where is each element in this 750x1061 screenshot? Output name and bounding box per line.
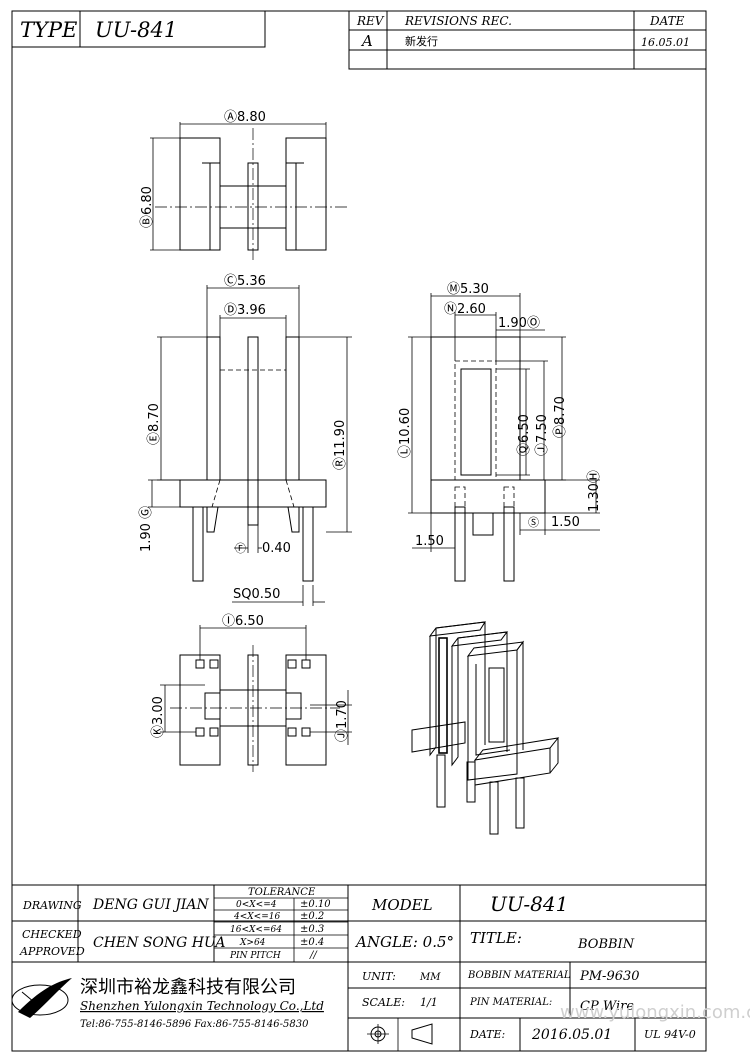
sheet-border [11,10,707,1052]
title-value: BOBBIN [577,937,635,952]
checked-label: CHECKED [22,928,82,941]
dim-j2: Ⓙ1.70 [335,700,350,742]
scale-value: 1/1 [420,996,438,1009]
tolerance-range-2: 4<X<=16 [233,912,280,922]
type-value: UU-841 [95,18,177,42]
dim-j: Ⓙ7.50 [535,414,550,456]
front-view: Ⓒ5.36 Ⓓ3.96 Ⓔ8.70 Ⓡ11.90 1.90 Ⓖ Ⓕ 0.40 S… [139,274,352,606]
revisions-table: REV REVISIONS REC. DATE A 新发行 16.05.01 [348,10,707,70]
dim-i: Ⓘ6.50 [222,614,264,629]
dim-p: Ⓟ8.70 [553,396,568,438]
tolerance-range-3: 16<X<=64 [230,925,282,935]
side-view: Ⓜ5.30 Ⓝ2.60 1.90Ⓞ Ⓛ10.60 Ⓠ6.50 Ⓙ7.50 Ⓟ8.… [398,282,602,582]
company-contact: Tel:86-755-8146-5896 Fax:86-755-8146-583… [80,1019,309,1030]
title-block: DRAWING DENG GUI JIAN CHECKED APPROVED C… [11,884,750,1051]
revisions-label: REVISIONS REC. [404,14,512,28]
dim-h: 1.30Ⓗ [587,470,602,512]
pin-material-value: CP Wire [580,999,634,1014]
dim-s-marker: Ⓢ [528,516,539,529]
rev-date: 16.05.01 [641,36,690,49]
projection-symbol [367,1023,433,1045]
dim-d: Ⓓ3.96 [224,303,266,318]
bobbin-material-label: BOBBIN MATERIAL [467,970,571,981]
dim-f: 0.40 [262,541,291,556]
date-label: DATE: [469,1028,505,1041]
dim-sq: SQ0.50 [233,587,280,602]
dim-a: Ⓐ8.80 [224,110,266,125]
drawing-name: DENG GUI JIAN [92,897,210,913]
tolerance-range-1: 0<X<=4 [236,900,277,910]
angle-label: ANGLE: 0.5° [354,933,454,951]
pin-pitch-value: // [309,950,318,961]
rev-value: A [360,32,373,50]
model-label: MODEL [371,896,433,914]
dim-r: Ⓡ11.90 [333,420,348,470]
dim-s: 1.50 [551,515,580,530]
company-name-cn: 深圳市裕龙鑫科技有限公司 [80,977,296,998]
dim-n: Ⓝ2.60 [444,302,486,317]
pin-material-label: PIN MATERIAL: [469,997,552,1008]
model-value: UU-841 [490,892,568,916]
pin-pitch-label: PIN PITCH [229,951,281,961]
tolerance-range-4: X>64 [239,938,266,948]
approved-label: APPROVED [19,945,85,958]
dim-c: Ⓒ5.36 [224,274,266,289]
rev-label: REV [356,14,385,28]
title-label: TITLE: [470,929,522,947]
tolerance-value-1: ±0.10 [300,899,331,910]
tolerance-title: TOLERANCE [248,887,316,898]
tolerance-value-2: ±0.2 [300,911,324,922]
dim-o: 1.90Ⓞ [498,316,540,331]
revision-note: 新发行 [405,34,438,48]
dim-k: Ⓚ3.00 [151,696,166,738]
type-label: TYPE [20,18,77,42]
scale-label: SCALE: [362,996,405,1009]
unit-value: MM [419,972,441,983]
dim-left-1-50: 1.50 [415,534,444,549]
isometric-view [411,621,560,835]
ul-rating: UL 94V-0 [644,1028,696,1041]
tolerance-value-4: ±0.4 [300,937,324,948]
dim-e: Ⓔ8.70 [147,403,162,445]
date-value: 2016.05.01 [531,1027,612,1043]
tolerance-value-3: ±0.3 [300,924,324,935]
drawing-label: DRAWING [22,899,82,912]
top-view: Ⓐ8.80 Ⓑ6.80 [140,110,350,262]
dim-f-marker: Ⓕ [235,542,246,555]
dim-b: Ⓑ6.80 [140,186,155,228]
company-name-en: Shenzhen Yulongxin Technology Co.,Ltd [80,999,324,1013]
dim-g: 1.90 Ⓖ [139,506,154,552]
dim-l: Ⓛ10.60 [398,408,413,458]
company-logo [11,978,72,1018]
dim-q: Ⓠ6.50 [517,414,532,456]
watermark: www.yulongxin.com.cn [560,1002,750,1023]
bottom-view: Ⓘ6.50 Ⓚ3.00 Ⓙ1.70 [151,614,352,772]
checked-name: CHEN SONG HUA [93,935,225,951]
date-header-label: DATE [649,14,685,28]
unit-label: UNIT: [362,970,396,983]
type-box: TYPE UU-841 [11,10,266,48]
bobbin-material-value: PM-9630 [579,969,640,984]
dim-m: Ⓜ5.30 [447,282,489,297]
